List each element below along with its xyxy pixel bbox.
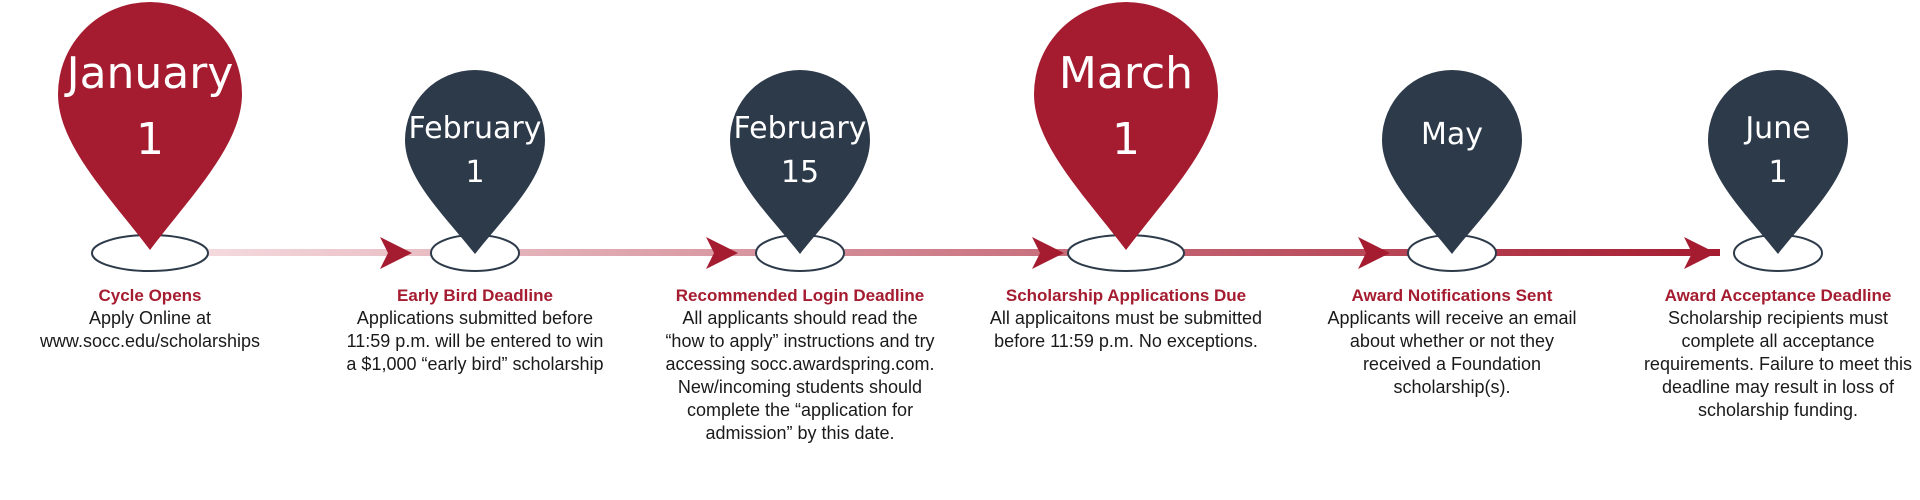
- pin-date-day: 1: [465, 155, 484, 190]
- pin-date-day: 1: [1768, 155, 1787, 190]
- milestone-title: Scholarship Applications Due: [1005, 286, 1247, 305]
- timeline-arrow: [706, 237, 738, 269]
- map-pin-marker: [1382, 70, 1522, 254]
- pin-date-day: 1: [1112, 114, 1140, 165]
- pin-date-day: 15: [781, 155, 819, 190]
- milestone-title: Cycle Opens: [98, 286, 202, 305]
- map-pin-marker: [730, 70, 870, 254]
- map-pin-marker: [58, 2, 242, 250]
- milestone-title: Recommended Login Deadline: [675, 286, 925, 305]
- pin-date-month: May: [1421, 117, 1483, 152]
- timeline-arrow: [1684, 237, 1716, 269]
- pin-date-month: February: [409, 111, 542, 146]
- timeline-arrow: [380, 237, 412, 269]
- timeline-line: [190, 249, 1720, 256]
- milestone-description: Scholarship recipients must complete all…: [1643, 308, 1913, 420]
- pin-date-month: February: [734, 111, 867, 146]
- milestone-description: Apply Online at www.socc.edu/scholarship…: [39, 308, 261, 351]
- pin-date-month: June: [1743, 111, 1810, 146]
- milestone-description: Applicants will receive an email about w…: [1327, 308, 1577, 397]
- milestone-title: Award Acceptance Deadline: [1664, 286, 1892, 305]
- milestone-title: Award Notifications Sent: [1351, 286, 1553, 305]
- map-pin-marker: [1034, 2, 1218, 250]
- map-pin-marker: [1708, 70, 1848, 254]
- milestone-title: Early Bird Deadline: [397, 286, 553, 305]
- pin-date-month: March: [1059, 48, 1193, 99]
- milestone-description: All applicaitons must be submitted befor…: [989, 308, 1263, 351]
- pin-date-month: January: [64, 48, 234, 99]
- timeline-arrow: [1358, 237, 1390, 269]
- map-pin-marker: [405, 70, 545, 254]
- milestone-description: Applications submitted before 11:59 p.m.…: [346, 308, 604, 374]
- timeline-arrow: [1032, 237, 1064, 269]
- milestone-description: All applicants should read the “how to a…: [665, 308, 935, 443]
- pin-date-day: 1: [136, 114, 164, 165]
